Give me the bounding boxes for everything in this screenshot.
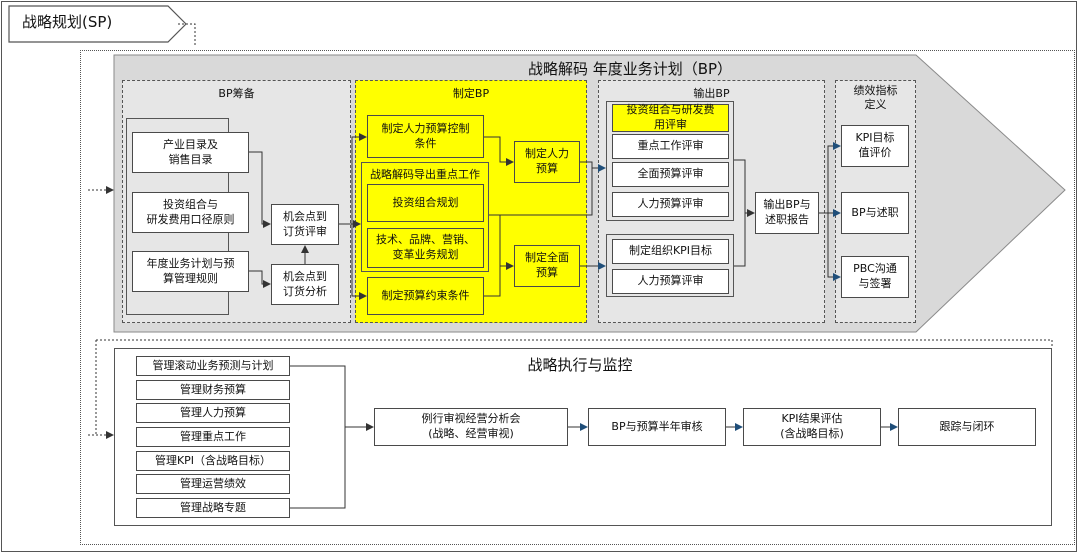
manage-key-work: 管理重点工作 [136,427,290,447]
make-constraint: 制定预算约束条件 [367,277,484,315]
output-hr-budget-review-2: 人力预算评审 [612,269,729,294]
sp-tab-label: 战略规划(SP) [22,13,113,31]
flow-track-close: 跟踪与闭环 [898,408,1036,446]
prep-item-catalog: 产业目录及 销售目录 [132,132,249,173]
sp-tab-shape [8,5,187,43]
prep-title: BP筹备 [218,87,255,100]
process-dotted-border [80,50,1075,545]
exec-title: 战略执行与监控 [527,356,633,374]
make-decode-title: 战略解码导出重点工作 [370,168,480,181]
output-title: 输出BP [693,87,730,100]
bp-title: 战略解码 年度业务计划（BP） [527,60,733,78]
flow-half-year-review: BP与预算半年审核 [588,408,726,446]
output-portfolio-review: 投资组合与研发费 用评审 [612,103,729,132]
flow-business-review: 例行审视经营分析会 (战略、经营审视) [374,408,568,446]
output-hr-budget-review: 人力预算评审 [612,192,729,217]
manage-hr-budget: 管理人力预算 [136,403,290,423]
perf-kpi-eval: KPI目标 值评价 [841,125,909,167]
prep-item-plan-rule: 年度业务计划与预 算管理规则 [132,251,249,292]
make-full-budget: 制定全面 预算 [514,245,580,287]
make-portfolio: 投资组合规划 [367,184,484,222]
output-key-work-review: 重点工作评审 [612,134,729,159]
perf-title: 绩效指标 定义 [853,84,898,112]
output-org-kpi: 制定组织KPI目标 [612,239,729,264]
make-hr-control: 制定人力预算控制 条件 [367,115,484,158]
manage-kpi: 管理KPI（含战略目标） [136,451,290,471]
prep-opportunity-analysis: 机会点到 订货分析 [271,264,339,305]
flow-kpi-evaluation: KPI结果评估 (含战略目标) [743,408,881,446]
make-title: 制定BP [452,87,490,100]
manage-operation-performance: 管理运营绩效 [136,474,290,494]
manage-rolling-forecast: 管理滚动业务预测与计划 [136,356,290,376]
output-full-budget-review: 全面预算评审 [612,162,729,187]
manage-strategy-topic: 管理战略专题 [136,498,290,518]
perf-bp-report: BP与述职 [841,192,909,234]
output-report: 输出BP与 述职报告 [755,192,819,234]
manage-finance-budget: 管理财务预算 [136,380,290,400]
make-hr-budget: 制定人力 预算 [514,141,580,183]
make-tech-plan: 技术、品牌、营销、 变革业务规划 [367,228,484,268]
prep-item-investment-rule: 投资组合与 研发费用口径原则 [132,192,249,233]
perf-pbc: PBC沟通 与签署 [841,256,909,298]
prep-opportunity-review: 机会点到 订货评审 [271,204,339,245]
